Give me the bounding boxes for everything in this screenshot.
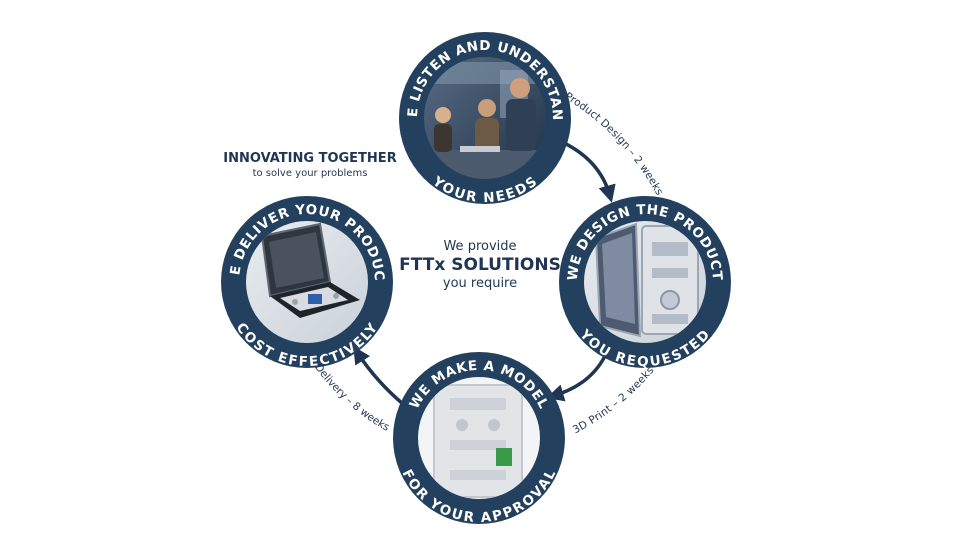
arrow-design-to-model — [553, 356, 605, 396]
tagline-title: INNOVATING TOGETHER — [223, 151, 396, 166]
step-deliver: WE DELIVER YOUR PRODUCT COST EFFECTIVELY — [0, 0, 393, 370]
center-line3: you require — [443, 276, 517, 291]
arrow-model-to-deliver — [357, 352, 403, 404]
arrow-listen-to-design — [562, 142, 610, 196]
step-design: WE DESIGN THE PRODUCT YOU REQUESTED — [559, 196, 731, 370]
transition-label-delivery: Delivery – 8 weeks — [312, 362, 391, 434]
center-line2: FTTx SOLUTIONS — [399, 255, 561, 275]
transition-label-design: Product Design – 2 weeks — [563, 90, 666, 197]
transition-label-print: 3D Print – 2 weeks — [571, 365, 657, 437]
tagline-subtitle: to solve your problems — [253, 168, 368, 179]
step-model: WE MAKE A MODEL FOR YOUR APPROVAL — [393, 352, 565, 526]
center-line1: We provide — [443, 239, 516, 254]
